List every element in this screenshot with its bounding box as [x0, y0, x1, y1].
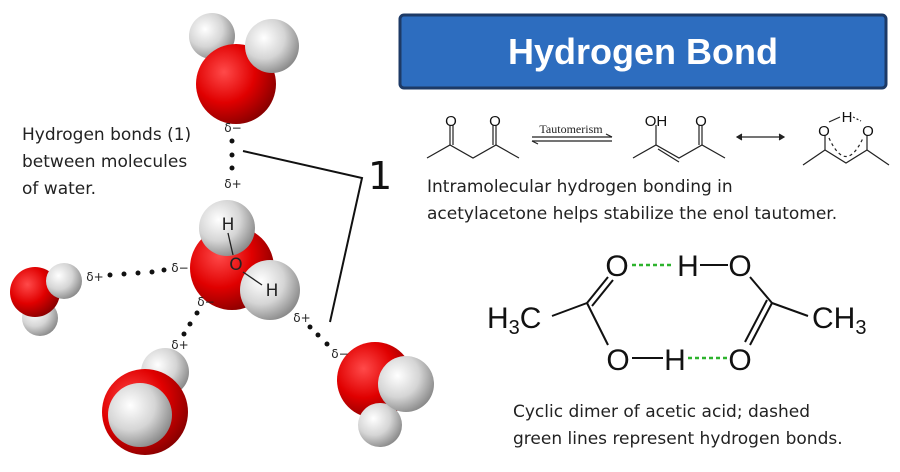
- acetylacetone-caption: Intramolecular hydrogen bonding in acety…: [427, 177, 837, 224]
- water-caption: Hydrogen bonds (1) between molecules of …: [22, 125, 197, 199]
- delta-plus-label: δ+: [86, 270, 103, 284]
- water-molecules: H O H: [10, 13, 434, 455]
- delta-plus-label: δ+: [293, 311, 310, 325]
- atom-o-label: O: [229, 255, 242, 275]
- water-molecule-left: [10, 263, 82, 336]
- tautomerism-label: Tautomerism: [539, 122, 603, 136]
- bond-callout: 1: [242, 150, 392, 323]
- delta-minus-label: δ−: [171, 261, 188, 275]
- water-molecule-bottom-left: [102, 348, 189, 455]
- ch3-group: CH3: [812, 302, 866, 339]
- water-molecule-top: [189, 13, 299, 124]
- svg-text:O: O: [862, 123, 874, 140]
- acetylacetone-labels: O O Tautomerism OH O O H O: [445, 109, 874, 140]
- acetic-dimer-caption: Cyclic dimer of acetic acid; dashed gree…: [513, 402, 843, 449]
- h3c-group: H3C: [487, 302, 541, 339]
- partial-charge-labels: δ− δ+ δ+ δ− δ− δ+ δ+ δ−: [86, 121, 348, 361]
- svg-text:O: O: [445, 113, 457, 130]
- atom-h-label: H: [266, 281, 279, 301]
- delta-minus-label: δ−: [224, 121, 241, 135]
- delta-plus-label: δ+: [224, 177, 241, 191]
- svg-text:H: H: [664, 344, 686, 377]
- svg-text:O: O: [605, 250, 628, 283]
- callout-number: 1: [368, 154, 392, 198]
- delta-plus-label: δ+: [171, 338, 188, 352]
- acetic-acid-dimer: O H O H3C CH3 O H O: [487, 250, 866, 377]
- hydrogen-bond-dots: [107, 138, 330, 347]
- delta-minus-label: δ−: [331, 347, 348, 361]
- page-title: Hydrogen Bond: [508, 31, 778, 72]
- svg-text:OH: OH: [645, 113, 668, 130]
- svg-text:O: O: [728, 250, 751, 283]
- acetylacetone-scheme: [426, 116, 890, 166]
- svg-text:O: O: [695, 113, 707, 130]
- atom-h-label: H: [222, 215, 235, 235]
- title-banner: Hydrogen Bond: [398, 13, 888, 90]
- svg-text:O: O: [606, 344, 629, 377]
- water-molecule-bottom-right: [337, 342, 434, 447]
- svg-text:O: O: [728, 344, 751, 377]
- svg-text:H: H: [842, 109, 853, 126]
- delta-minus-label: δ−: [197, 295, 214, 309]
- svg-text:O: O: [489, 113, 501, 130]
- svg-text:O: O: [818, 123, 830, 140]
- water-molecule-center: H O H: [190, 200, 300, 320]
- svg-text:H: H: [677, 250, 699, 283]
